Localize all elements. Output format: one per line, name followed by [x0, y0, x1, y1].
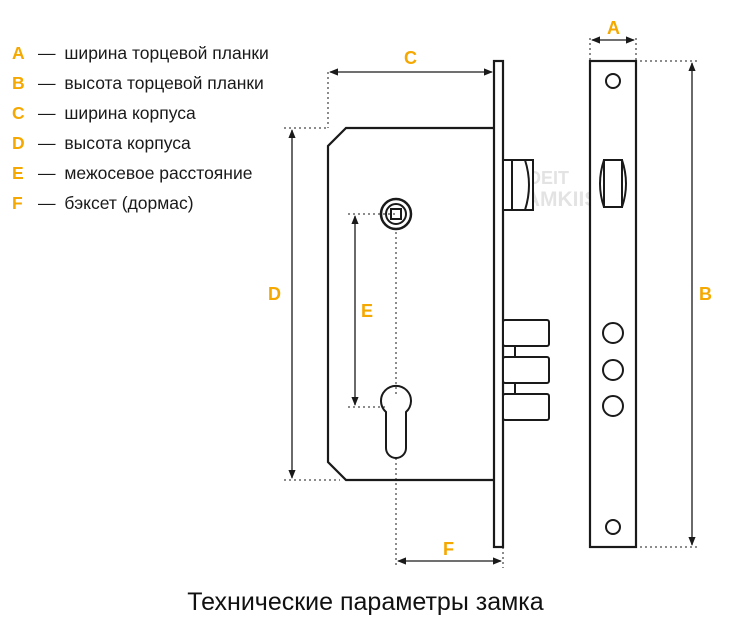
dim-label-c: C [404, 48, 417, 68]
legend-item-b: B — высота торцевой планки [12, 68, 269, 98]
legend-item-e: E — межосевое расстояние [12, 158, 269, 188]
legend-item-f: F — бэксет (дормас) [12, 188, 269, 218]
legend-dash: — [38, 73, 56, 93]
legend-text: ширина корпуса [64, 103, 196, 123]
legend-dash: — [38, 103, 56, 123]
watermark-line1: DEIT [528, 168, 569, 188]
dim-label-e: E [361, 301, 373, 321]
spindle-hole [379, 197, 413, 231]
legend: A — ширина торцевой планки B — высота торц… [12, 38, 269, 218]
deadbolt-3 [502, 393, 550, 421]
legend-text: высота торцевой планки [64, 73, 264, 93]
legend-item-c: C — ширина корпуса [12, 98, 269, 128]
dimension-d: D [268, 127, 340, 481]
dimension-b: B [640, 60, 712, 548]
dimension-a: A [589, 18, 637, 61]
dim-label-b: B [699, 284, 712, 304]
faceplate-side [492, 59, 505, 549]
dim-label-d: D [268, 284, 281, 304]
legend-text: бэксет (дормас) [64, 193, 194, 213]
legend-item-d: D — высота корпуса [12, 128, 269, 158]
dimension-e: E [348, 213, 397, 408]
lock-body [326, 126, 498, 482]
legend-letter: D [12, 133, 25, 153]
legend-letter: C [12, 103, 25, 123]
legend-dash: — [38, 133, 56, 153]
dimension-f: F [395, 458, 504, 568]
legend-letter: E [12, 163, 24, 183]
legend-letter: B [12, 73, 25, 93]
legend-dash: — [38, 193, 56, 213]
deadbolt-2 [502, 356, 550, 384]
faceplate-front [588, 59, 638, 549]
deadbolt-1 [502, 319, 550, 347]
legend-text: межосевое расстояние [64, 163, 253, 183]
dimension-c: C [327, 48, 493, 128]
legend-item-a: A — ширина торцевой планки [12, 38, 269, 68]
legend-text: ширина торцевой планки [64, 43, 269, 63]
legend-letter: F [12, 193, 23, 213]
legend-dash: — [38, 163, 56, 183]
legend-dash: — [38, 43, 56, 63]
latch-bolt [502, 159, 534, 211]
legend-letter: A [12, 43, 25, 63]
dim-label-f: F [443, 539, 454, 559]
legend-text: высота корпуса [64, 133, 191, 153]
dim-label-a: A [607, 18, 620, 38]
cylinder-keyhole [380, 384, 412, 459]
diagram-caption: Технические параметры замка [187, 588, 544, 616]
